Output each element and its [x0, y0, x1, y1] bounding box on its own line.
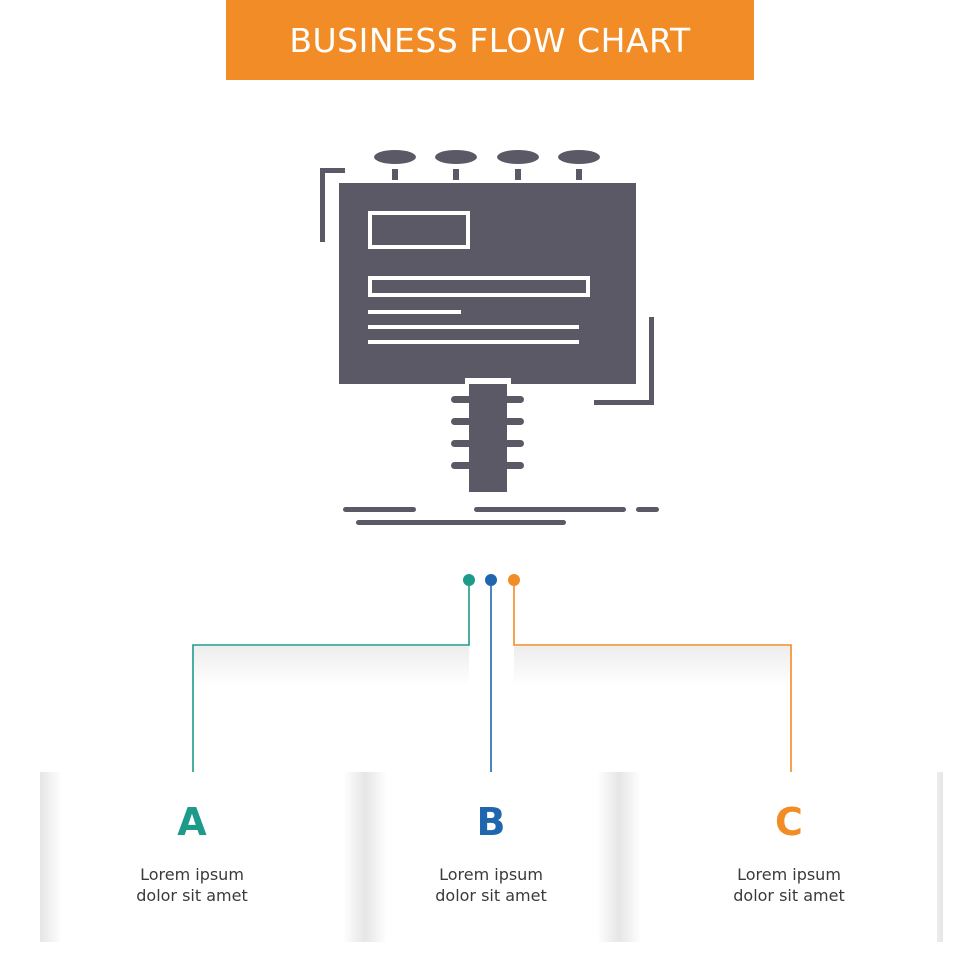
connector-line-a — [192, 586, 470, 782]
step-card-a: A Lorem ipsum dolor sit amet — [62, 772, 322, 942]
step-letter: A — [177, 800, 207, 844]
title-banner: BUSINESS FLOW CHART — [226, 0, 754, 80]
step-letter: C — [775, 800, 803, 844]
page-title: BUSINESS FLOW CHART — [289, 20, 691, 60]
step-caption-line2: dolor sit amet — [733, 886, 845, 905]
step-caption-line1: Lorem ipsum — [439, 865, 543, 884]
connector-dot-a — [463, 574, 475, 586]
connector-dot-b — [485, 574, 497, 586]
step-card-c: C Lorem ipsum dolor sit amet — [641, 772, 937, 942]
step-caption: Lorem ipsum dolor sit amet — [62, 864, 322, 906]
step-caption-line2: dolor sit amet — [435, 886, 547, 905]
step-card-b: B Lorem ipsum dolor sit amet — [387, 772, 595, 942]
step-caption: Lorem ipsum dolor sit amet — [641, 864, 937, 906]
billboard-content — [368, 211, 590, 297]
billboard-icon — [320, 150, 659, 525]
connector-dot-c — [508, 574, 520, 586]
connector-line-c — [513, 586, 792, 782]
step-caption-line1: Lorem ipsum — [737, 865, 841, 884]
step-letter: B — [476, 800, 506, 844]
step-caption-line1: Lorem ipsum — [140, 865, 244, 884]
step-caption-line2: dolor sit amet — [136, 886, 248, 905]
billboard-text-lines — [368, 310, 579, 344]
step-caption: Lorem ipsum dolor sit amet — [387, 864, 595, 906]
